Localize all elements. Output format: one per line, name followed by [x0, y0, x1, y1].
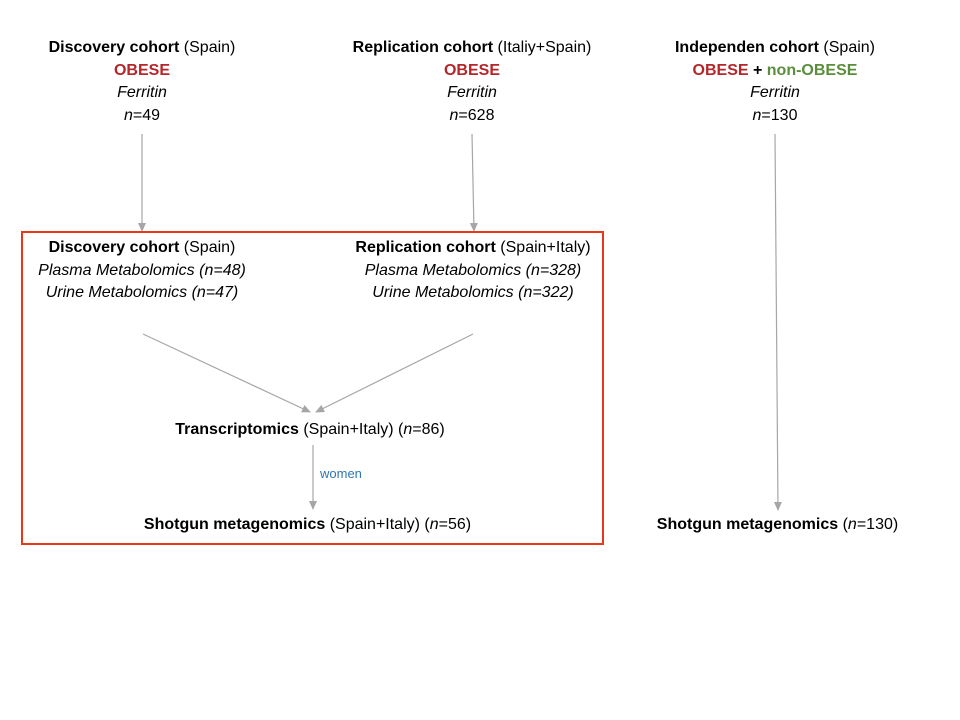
- replication-marker: Ferritin: [447, 84, 497, 101]
- discovery-cohort-region: (Spain): [179, 39, 236, 56]
- shotgun-left-name: Shotgun metagenomics: [143, 516, 326, 533]
- discovery-metabolomics-node: Discovery cohort (Spain) Plasma Metabolo…: [22, 237, 262, 305]
- shotgun-right-n-symbol: n: [847, 516, 857, 533]
- arrow-discovery-to-transcriptomics: [142, 333, 311, 413]
- transcriptomics-node: Transcriptomics (Spain+Italy) (n=86): [150, 419, 470, 442]
- independent-cohort-node: Independen cohort (Spain) OBESE + non-OB…: [660, 37, 890, 127]
- discovery-group-label: OBESE: [113, 61, 170, 79]
- replication-cohort-node: Replication cohort (Italiy+Spain) OBESE …: [337, 37, 607, 127]
- shotgun-left-node: Shotgun metagenomics (Spain+Italy) (n=56…: [120, 514, 495, 537]
- independent-marker: Ferritin: [750, 84, 800, 101]
- independent-plus-sign: +: [748, 61, 767, 79]
- transcriptomics-n-symbol: n: [403, 421, 413, 438]
- independent-cohort-name: Independen cohort: [674, 39, 819, 56]
- arrow-replication-down: [469, 133, 478, 232]
- discovery-n-symbol: n: [123, 106, 133, 124]
- replication-n-value: =628: [458, 106, 495, 124]
- independent-n-value: =130: [761, 106, 798, 124]
- independent-group-b-label: non-OBESE: [766, 61, 858, 79]
- arrow-independent-down: [773, 133, 782, 511]
- shotgun-left-n-symbol: n: [429, 516, 439, 533]
- replication-metabolomics-name: Replication cohort: [355, 239, 496, 256]
- discovery-plasma-metabolomics: Plasma Metabolomics (n=48): [38, 261, 246, 279]
- discovery-n-value: =49: [132, 106, 161, 124]
- independent-n-symbol: n: [752, 106, 762, 124]
- arrow-replication-to-transcriptomics: [315, 333, 474, 413]
- shotgun-right-node: Shotgun metagenomics (n=130): [640, 514, 915, 537]
- discovery-cohort-name: Discovery cohort: [48, 39, 180, 56]
- combined-cohort-box: [21, 231, 604, 545]
- replication-metabolomics-region: (Spain+Italy): [495, 239, 591, 256]
- discovery-marker: Ferritin: [117, 84, 167, 101]
- women-edge-label: women: [320, 466, 362, 481]
- shotgun-left-n-value: =56): [438, 516, 472, 533]
- replication-urine-metabolomics: Urine Metabolomics (n=322): [372, 284, 574, 301]
- shotgun-right-n-value: =130): [856, 516, 899, 533]
- discovery-cohort-node: Discovery cohort (Spain) OBESE Ferritin …: [42, 37, 242, 127]
- discovery-metabolomics-name: Discovery cohort: [48, 239, 180, 256]
- shotgun-right-detail: (: [838, 516, 848, 533]
- replication-n-symbol: n: [449, 106, 459, 124]
- discovery-metabolomics-region: (Spain): [179, 239, 236, 256]
- transcriptomics-detail: (Spain+Italy) (: [298, 421, 404, 438]
- shotgun-left-detail: (Spain+Italy) (: [325, 516, 430, 533]
- replication-cohort-name: Replication cohort: [352, 39, 494, 56]
- shotgun-right-name: Shotgun metagenomics: [656, 516, 839, 533]
- transcriptomics-name: Transcriptomics: [175, 421, 299, 438]
- discovery-urine-metabolomics: Urine Metabolomics (n=47): [45, 284, 239, 301]
- replication-group-label: OBESE: [443, 61, 500, 79]
- replication-cohort-region: (Italiy+Spain): [493, 39, 592, 56]
- independent-cohort-region: (Spain): [818, 39, 876, 56]
- independent-group-a-label: OBESE: [692, 61, 749, 79]
- transcriptomics-n-value: =86): [412, 421, 445, 438]
- replication-plasma-metabolomics: Plasma Metabolomics (n=328): [364, 261, 582, 279]
- replication-metabolomics-node: Replication cohort (Spain+Italy) Plasma …: [338, 237, 608, 305]
